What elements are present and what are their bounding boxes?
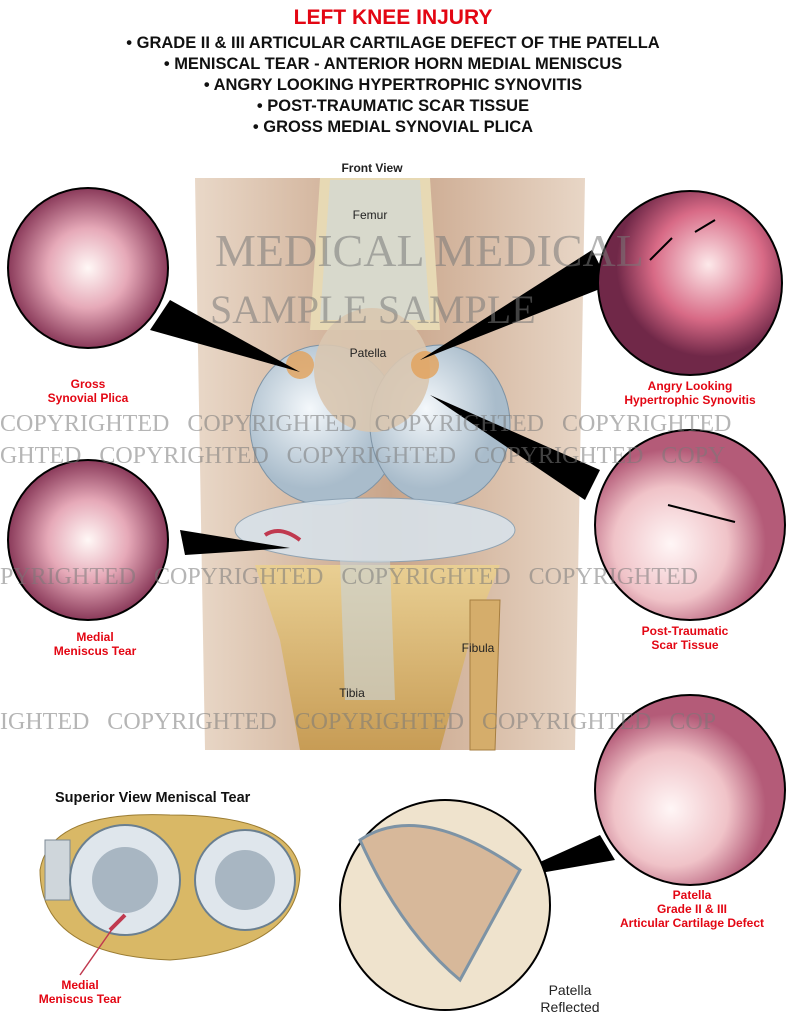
label-text: Reflected (540, 999, 600, 1015)
pointer-synovitis (420, 250, 610, 360)
label-femur: Femur (352, 208, 388, 222)
callout-text: Scar Tissue (651, 638, 719, 652)
callout-text: Patella (672, 888, 712, 902)
patella-shape (314, 308, 430, 432)
label-text: Patella (548, 982, 592, 998)
scope-view-synovitis (597, 190, 783, 376)
callout-cartilage: Patella Grade II & III Articular Cartila… (620, 888, 764, 930)
callout-text: Meniscus Tear (38, 992, 122, 1006)
page-title: LEFT KNEE INJURY (293, 6, 493, 29)
arrow-icon (694, 219, 716, 233)
synovitis-lesion (411, 351, 439, 379)
callout-text: Medial (61, 978, 99, 992)
pointer-plica (150, 300, 300, 372)
finding-synovitis: • ANGRY LOOKING HYPERTROPHIC SYNOVITIS (203, 76, 583, 94)
fibula-shape (469, 599, 501, 751)
superior-view-title: Superior View Meniscal Tear (55, 790, 251, 806)
callout-text: Meniscus Tear (53, 644, 137, 658)
label-patella: Patella (349, 346, 387, 360)
arrow-icon (667, 504, 736, 523)
scope-view-cartilage (594, 694, 786, 886)
scope-view-scar (594, 429, 786, 621)
patella-reflected-label: Patella Reflected (540, 982, 599, 1016)
quadriceps-tendon (320, 180, 430, 320)
superior-view-label: Medial Meniscus Tear (39, 978, 121, 1006)
plica-lesion (286, 351, 314, 379)
lateral-plateau (215, 850, 275, 910)
callout-text: Synovial Plica (47, 391, 129, 405)
callout-plica: Gross Synovial Plica (48, 377, 129, 405)
callout-text: Articular Cartilage Defect (619, 916, 765, 930)
callout-text: Angry Looking (647, 379, 733, 393)
medial-plateau (92, 847, 158, 913)
finding-cartilage: • GRADE II & III ARTICULAR CARTILAGE DEF… (126, 34, 660, 52)
arrow-icon (649, 237, 673, 261)
callout-text: Post-Traumatic (641, 624, 729, 638)
patellar-tendon (340, 560, 395, 700)
callout-meniscus: Medial Meniscus Tear (54, 630, 136, 658)
callout-text: Hypertrophic Synovitis (624, 393, 756, 407)
pointer-scar (430, 395, 600, 500)
finding-meniscal-tear: • MENISCAL TEAR - ANTERIOR HORN MEDIAL M… (163, 55, 623, 73)
callout-text: Grade II & III (656, 902, 728, 916)
meniscus-tear-mark (263, 529, 302, 542)
scope-view-plica (7, 187, 169, 349)
pointer-meniscus (180, 530, 290, 555)
patella-cartilage-shape (358, 823, 522, 983)
callout-text: Medial (76, 630, 114, 644)
finding-plica: • GROSS MEDIAL SYNOVIAL PLICA (252, 118, 534, 136)
label-fibula: Fibula (461, 641, 495, 655)
scope-view-meniscus (7, 459, 169, 621)
callout-scar: Post-Traumatic Scar Tissue (642, 624, 729, 652)
ligament-shape (44, 839, 71, 901)
callout-text: Gross (70, 377, 106, 391)
callout-synovitis: Angry Looking Hypertrophic Synovitis (624, 379, 755, 407)
label-tibia: Tibia (339, 686, 365, 700)
front-view-title: Front View (341, 161, 403, 175)
superior-tear-leader (79, 924, 116, 976)
finding-scar: • POST-TRAUMATIC SCAR TISSUE (256, 97, 530, 115)
